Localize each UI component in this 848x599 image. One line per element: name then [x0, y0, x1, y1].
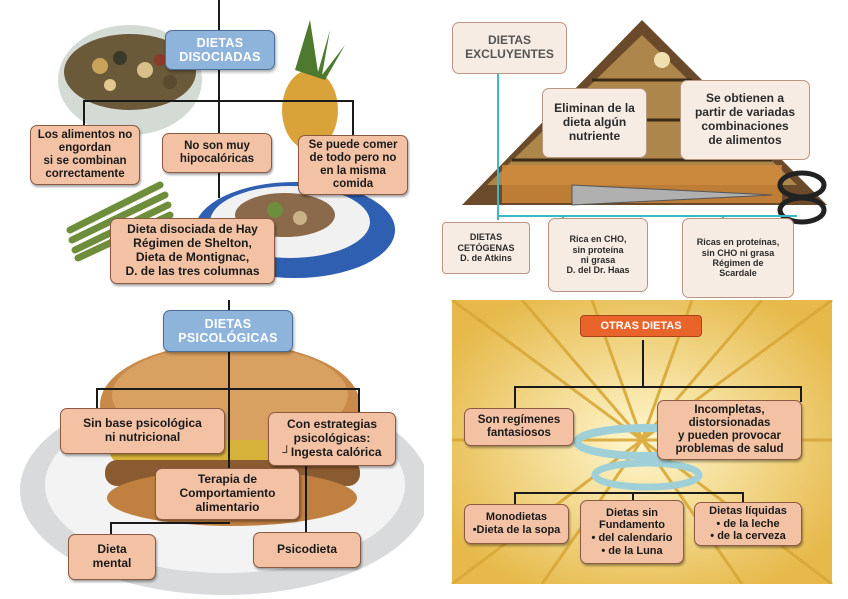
- psicologicas-box-sin-base: Sin base psicológica ni nutricional: [60, 408, 225, 454]
- psicologicas-box-psicodieta: Psicodieta: [253, 532, 361, 568]
- otras-box-monodietas: Monodietas •Dieta de la sopa: [464, 504, 569, 544]
- excluyentes-box-eliminan: Eliminan de la dieta algún nutriente: [542, 88, 647, 158]
- panel-otras: OTRAS DIETAS Son regímenes fantasiosos I…: [442, 300, 848, 584]
- panel-excluyentes: DIETAS EXCLUYENTES Eliminan de la dieta …: [442, 0, 848, 300]
- otras-box-fantasiosos: Son regímenes fantasiosos: [464, 408, 574, 446]
- excluyentes-box-combinaciones: Se obtienen a partir de variadas combina…: [680, 80, 810, 160]
- excluyentes-box-dr-haas: Rica en CHO, sin proteína ni grasa D. de…: [548, 218, 648, 292]
- otras-box-incompletas: Incompletas, distorsionadas y pueden pro…: [657, 400, 802, 460]
- disociadas-title: DIETAS DISOCIADAS: [165, 30, 275, 70]
- otras-title: OTRAS DIETAS: [580, 315, 702, 337]
- otras-box-liquidas: Dietas líquidas • de la leche • de la ce…: [694, 502, 802, 546]
- psicologicas-box-estrategias: Con estrategias psicológicas: ┘Ingesta c…: [268, 412, 396, 466]
- disociadas-box-comer-de-todo: Se puede comer de todo pero no en la mis…: [298, 135, 408, 195]
- otras-box-sin-fundamento: Dietas sin Fundamento • del calendario •…: [580, 500, 684, 564]
- disociadas-box-no-engordan: Los alimentos no engordan si se combinan…: [30, 125, 140, 185]
- excluyentes-box-scardale: Ricas en proteínas, sin CHO ni grasa Rég…: [682, 218, 794, 298]
- psicologicas-box-dieta-mental: Dieta mental: [68, 534, 156, 580]
- disociadas-box-ejemplos: Dieta disociada de Hay Régimen de Shelto…: [110, 218, 275, 284]
- panel-psicologicas: DIETAS PSICOLÓGICAS Sin base psicológica…: [0, 300, 424, 599]
- psicologicas-title: DIETAS PSICOLÓGICAS: [163, 310, 293, 352]
- disociadas-box-hipocaloricas: No son muy hipocalóricas: [162, 133, 272, 173]
- psicologicas-box-terapia: Terapia de Comportamiento alimentario: [155, 468, 300, 520]
- excluyentes-box-cetogenas: DIETAS CETÓGENAS D. de Atkins: [442, 222, 530, 274]
- excluyentes-title: DIETAS EXCLUYENTES: [452, 22, 567, 74]
- panel-disociadas: DIETAS DISOCIADAS Los alimentos no engor…: [0, 0, 424, 300]
